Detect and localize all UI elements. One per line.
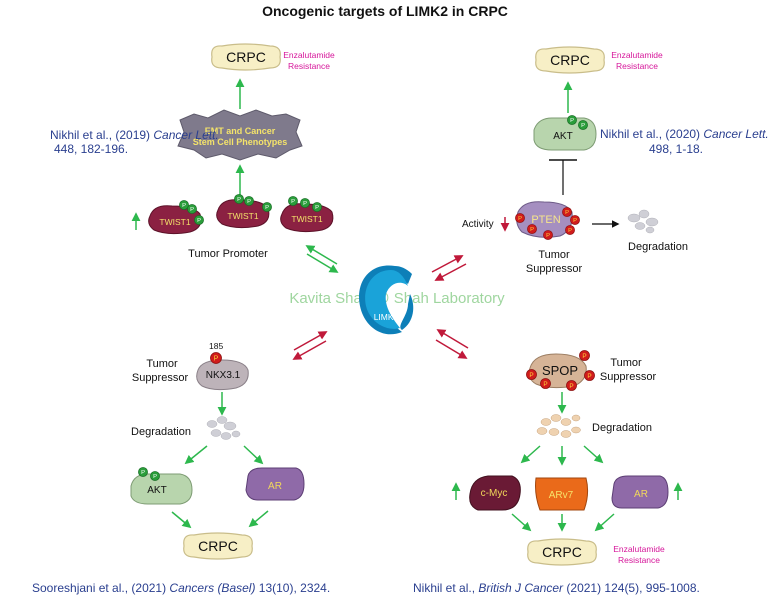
ar-label-bottom-left: AR xyxy=(268,481,282,492)
degradation-fragments-bottom-right xyxy=(536,414,581,438)
tumor-suppressor-label-tr-line1: Tumor xyxy=(538,249,570,261)
akt-label-bottom-left: AKT xyxy=(147,485,166,496)
citation-top-left-volume: 448, 182-196. xyxy=(54,142,128,156)
citation-top-left-authors: Nikhil et al., (2019) xyxy=(50,128,153,142)
crpc-label-top-left: CRPC xyxy=(226,49,266,65)
phospho-site-label: 185 xyxy=(209,341,223,351)
crpc-node-bottom-right xyxy=(527,538,597,566)
twist1-blob-3: TWIST1 xyxy=(280,196,334,233)
arrow-pten-to-limk2 xyxy=(434,263,467,281)
resistance-line2-top-left: Resistance xyxy=(288,61,330,71)
tumor-suppressor-label-br-line1: Tumor xyxy=(610,357,642,369)
arrow-degradation-to-ar-br xyxy=(583,445,604,464)
resistance-line2-bottom-right: Resistance xyxy=(618,555,660,565)
arv7-node xyxy=(535,477,589,511)
bottom-right-pathway: SPOP Tumor Suppressor Degradation c-Myc … xyxy=(413,350,700,595)
ar-label-bottom-right: AR xyxy=(634,489,648,500)
nkx3-1-label: NKX3.1 xyxy=(206,370,241,381)
emt-cloud xyxy=(177,109,303,161)
limk2-label: LIMK2 xyxy=(374,312,399,322)
citation-bottom-right-journal: British J Cancer xyxy=(478,581,564,595)
degradation-label-bottom-right: Degradation xyxy=(592,422,652,434)
arrow-degradation-to-akt xyxy=(184,445,208,465)
akt-label-top-right: AKT xyxy=(553,131,572,142)
arrow-spop-to-limk2 xyxy=(436,329,469,349)
tumor-suppressor-label-br-line2: Suppressor xyxy=(600,371,657,383)
diagram-title: Oncogenic targets of LIMK2 in CRPC xyxy=(262,3,508,19)
citation-top-left-journal: Cancer Lett. xyxy=(153,128,218,142)
citation-top-right-volume: 498, 1-18. xyxy=(649,142,703,156)
crpc-node-top-right xyxy=(535,46,605,74)
citation-bottom-left-volume: 13(10), 2324. xyxy=(255,581,330,595)
arrow-ar-to-crpc-bottom-left xyxy=(248,510,269,528)
resistance-line1-top-right: Enzalutamide xyxy=(611,50,663,60)
crpc-node-top-left xyxy=(211,43,281,71)
tumor-suppressor-label-tr-line2: Suppressor xyxy=(526,263,583,275)
arrow-myc-to-crpc xyxy=(511,513,532,532)
citation-bottom-left-journal: Cancers (Basel) xyxy=(169,581,255,595)
degradation-label-top-right: Degradation xyxy=(628,241,688,253)
ar-node-bottom-left xyxy=(245,467,305,501)
citation-top-right-line1: Nikhil et al., (2020) Cancer Lett. xyxy=(600,127,769,141)
tumor-suppressor-label-bl-line1: Tumor xyxy=(146,358,178,370)
citation-bottom-right-authors: Nikhil et al., xyxy=(413,581,478,595)
resistance-line1-top-left: Enzalutamide xyxy=(283,50,335,60)
twist1-label-1: TWIST1 xyxy=(159,217,190,227)
activity-label: Activity xyxy=(462,219,494,230)
bottom-left-pathway: 185 NKX3.1 Tumor Suppressor Degradation … xyxy=(32,341,330,595)
arrow-limk2-to-twist xyxy=(305,245,338,265)
emt-label-line1: EMT and Cancer xyxy=(205,126,276,136)
arrow-limk2-to-pten xyxy=(431,255,464,273)
twist1-blob-2: TWIST1 xyxy=(216,194,272,229)
arrow-twist-to-limk2 xyxy=(306,253,339,273)
crpc-label-bottom-left: CRPC xyxy=(198,538,238,554)
arrow-nkx-to-limk2 xyxy=(293,331,328,351)
watermark-text: Kavita Shah @ Shah Laboratory xyxy=(289,290,505,307)
twist1-blob-1: TWIST1 xyxy=(148,200,204,235)
emt-label-line2: Stem Cell Phenotypes xyxy=(193,137,288,147)
citation-top-left-line1: Nikhil et al., (2019) Cancer Lett. xyxy=(50,128,219,142)
arrow-degradation-to-ar xyxy=(243,445,264,465)
arv7-label: ARv7 xyxy=(549,490,574,501)
citation-bottom-right: Nikhil et al., British J Cancer (2021) 1… xyxy=(413,581,700,595)
crpc-label-top-right: CRPC xyxy=(550,52,590,68)
citation-bottom-left-authors: Sooreshjani et al., (2021) xyxy=(32,581,169,595)
cmyc-label: c-Myc xyxy=(481,488,508,499)
arrow-ar-to-crpc-br xyxy=(594,513,615,532)
ar-node-bottom-right xyxy=(611,475,669,509)
citation-top-right-journal: Cancer Lett. xyxy=(703,127,768,141)
tumor-promoter-label: Tumor Promoter xyxy=(188,248,268,260)
top-left-pathway: CRPC Enzalutamide Resistance EMT and Can… xyxy=(50,43,335,260)
resistance-line1-bottom-right: Enzalutamide xyxy=(613,544,665,554)
crpc-node-bottom-left xyxy=(183,532,253,560)
citation-top-right-authors: Nikhil et al., (2020) xyxy=(600,127,703,141)
degradation-fragments-bottom-left xyxy=(206,416,241,440)
twist1-label-3: TWIST1 xyxy=(291,214,322,224)
tumor-suppressor-label-bl-line2: Suppressor xyxy=(132,372,189,384)
spop-label: SPOP xyxy=(542,363,578,378)
limk2-node: LIMK2 xyxy=(359,265,414,335)
cmyc-node xyxy=(469,475,521,511)
top-right-pathway: CRPC Enzalutamide Resistance AKT Activit… xyxy=(462,46,769,275)
degradation-fragments-top-right xyxy=(627,209,659,234)
degradation-label-bottom-left: Degradation xyxy=(131,426,191,438)
citation-bottom-right-volume: (2021) 124(5), 995-1008. xyxy=(563,581,700,595)
arrow-akt-to-crpc-bottom xyxy=(171,511,192,529)
citation-bottom-left: Sooreshjani et al., (2021) Cancers (Base… xyxy=(32,581,330,595)
pten-label: PTEN xyxy=(531,214,560,226)
arrow-limk2-to-nkx xyxy=(292,340,327,360)
twist1-label-2: TWIST1 xyxy=(227,211,258,221)
arrow-limk2-to-spop xyxy=(435,339,468,359)
crpc-label-bottom-right: CRPC xyxy=(542,544,582,560)
resistance-line2-top-right: Resistance xyxy=(616,61,658,71)
arrow-degradation-to-myc xyxy=(520,445,541,464)
